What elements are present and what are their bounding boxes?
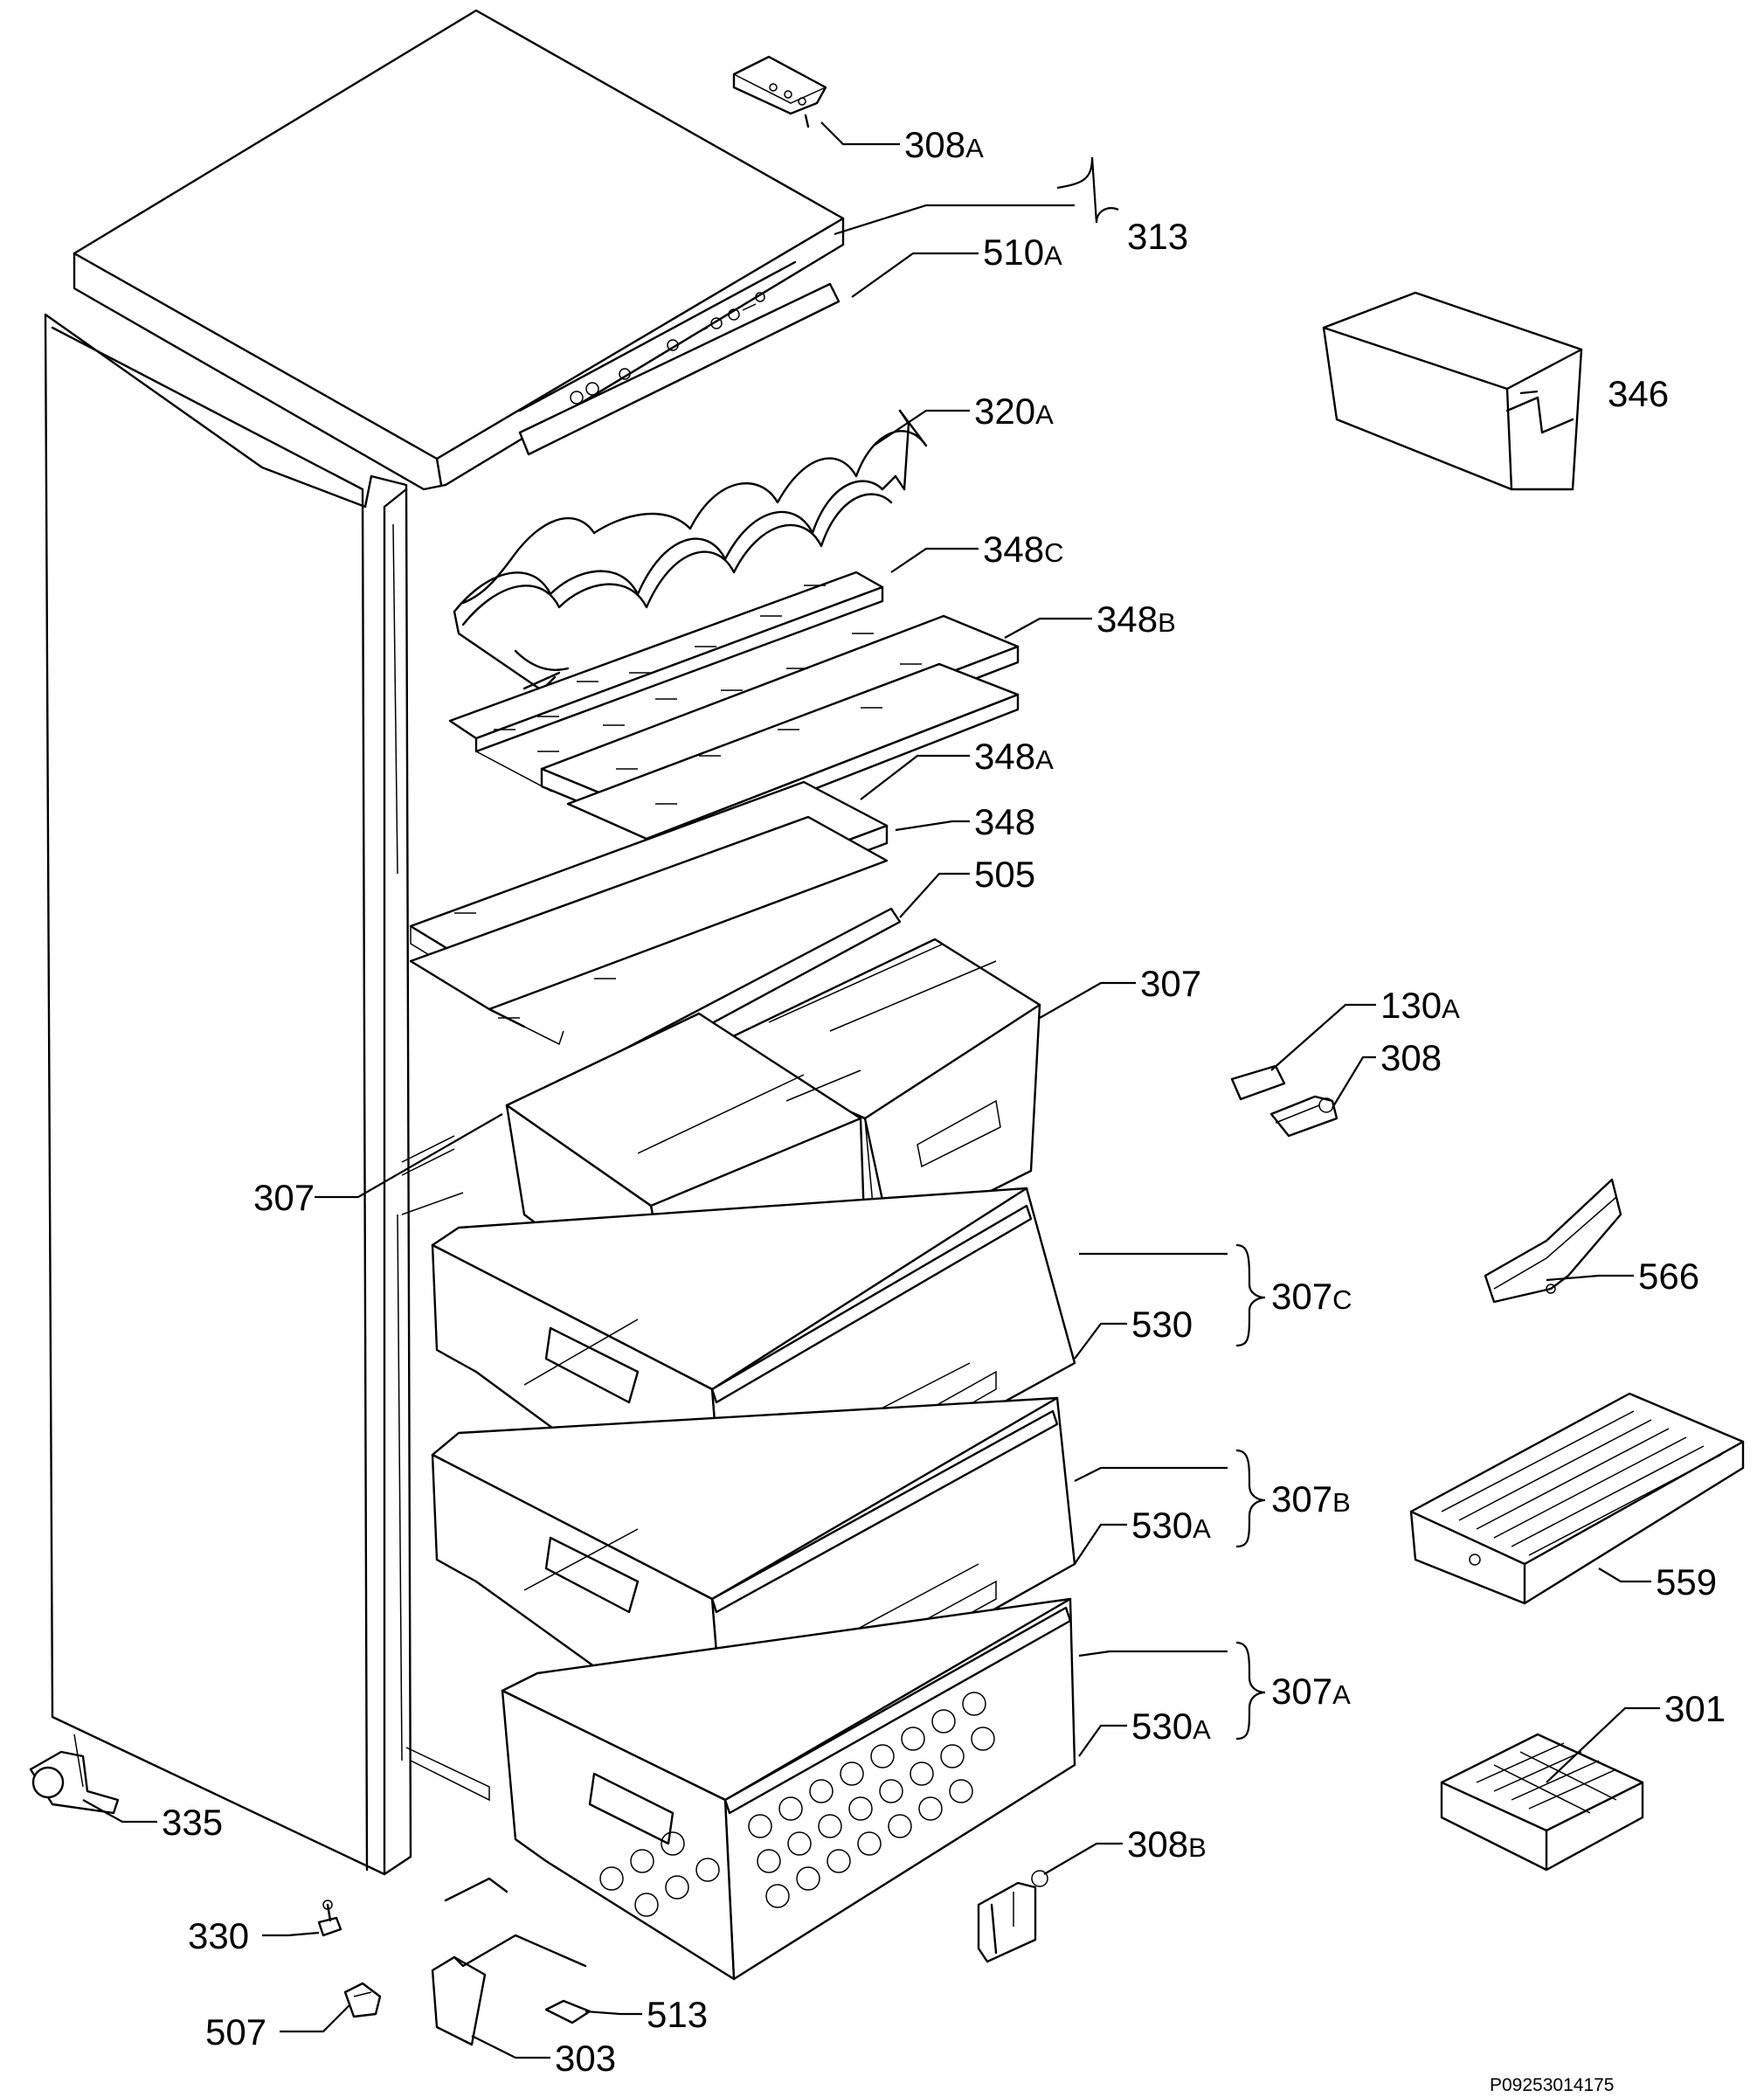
- label-510a: 510A: [983, 232, 1062, 273]
- label-566: 566: [1638, 1256, 1699, 1297]
- label-507: 507: [205, 2011, 266, 2052]
- label-348: 348: [974, 801, 1035, 842]
- label-346: 346: [1608, 373, 1669, 414]
- hinge-308a: [732, 55, 827, 128]
- label-348b: 348B: [1096, 599, 1176, 640]
- freezer-drawer-307a: [501, 1597, 1076, 1981]
- hinge-pin-507: [343, 1982, 382, 2018]
- shelf-348c: [448, 571, 884, 792]
- ice-scraper-566: [1484, 1178, 1622, 1304]
- label-530: 530: [1131, 1304, 1193, 1345]
- label-307b: 307B: [1271, 1478, 1351, 1519]
- drawer-bottom-pattern: [599, 1692, 995, 1917]
- label-313: 313: [1127, 216, 1188, 257]
- label-335: 335: [162, 1802, 223, 1843]
- label-130a: 130A: [1380, 985, 1460, 1026]
- label-301: 301: [1664, 1688, 1726, 1729]
- part-labels: 308A 313 510A 346 320A 348C 348B 348A 34…: [162, 124, 1726, 2095]
- label-303: 303: [555, 2038, 616, 2079]
- label-307a: 307A: [1271, 1671, 1351, 1712]
- wine-rack-320a: [453, 409, 928, 692]
- ice-tray-cover-559: [1409, 1392, 1745, 1605]
- label-330: 330: [188, 1915, 249, 1956]
- label-530a-upper: 530A: [1131, 1505, 1211, 1546]
- ice-cube-tray-301: [1440, 1733, 1644, 1872]
- label-307c: 307C: [1271, 1276, 1352, 1317]
- shelf-348: [409, 815, 889, 1046]
- leader-lines: [82, 121, 1660, 2059]
- top-cover-313: [73, 9, 845, 491]
- label-308: 308: [1380, 1037, 1442, 1078]
- glass-shelf-marks: [494, 585, 922, 805]
- label-308a: 308A: [904, 124, 984, 165]
- cabinet-body: [44, 313, 490, 1876]
- label-307-right: 307: [1140, 963, 1201, 1004]
- label-308b: 308B: [1127, 1824, 1207, 1865]
- drawing-code: P09253014175: [1490, 2075, 1614, 2095]
- foot-335: [29, 1734, 120, 1815]
- hinge-308b: [977, 1870, 1048, 1963]
- hinge-cover-130a: [1230, 1064, 1286, 1101]
- label-307-left: 307: [253, 1177, 315, 1218]
- label-559: 559: [1656, 1561, 1717, 1602]
- label-348c: 348C: [983, 529, 1063, 570]
- label-513: 513: [647, 1994, 708, 2035]
- label-505: 505: [974, 854, 1035, 895]
- plinth-303: [431, 1877, 587, 2046]
- hinge-308: [1269, 1095, 1339, 1138]
- door-tray-346: [1322, 291, 1583, 491]
- label-348a: 348A: [974, 736, 1054, 777]
- label-320a: 320A: [974, 391, 1054, 432]
- clip-513: [544, 1999, 591, 2024]
- label-530a-lower: 530A: [1131, 1706, 1211, 1747]
- adjustable-foot-330: [317, 1900, 342, 1937]
